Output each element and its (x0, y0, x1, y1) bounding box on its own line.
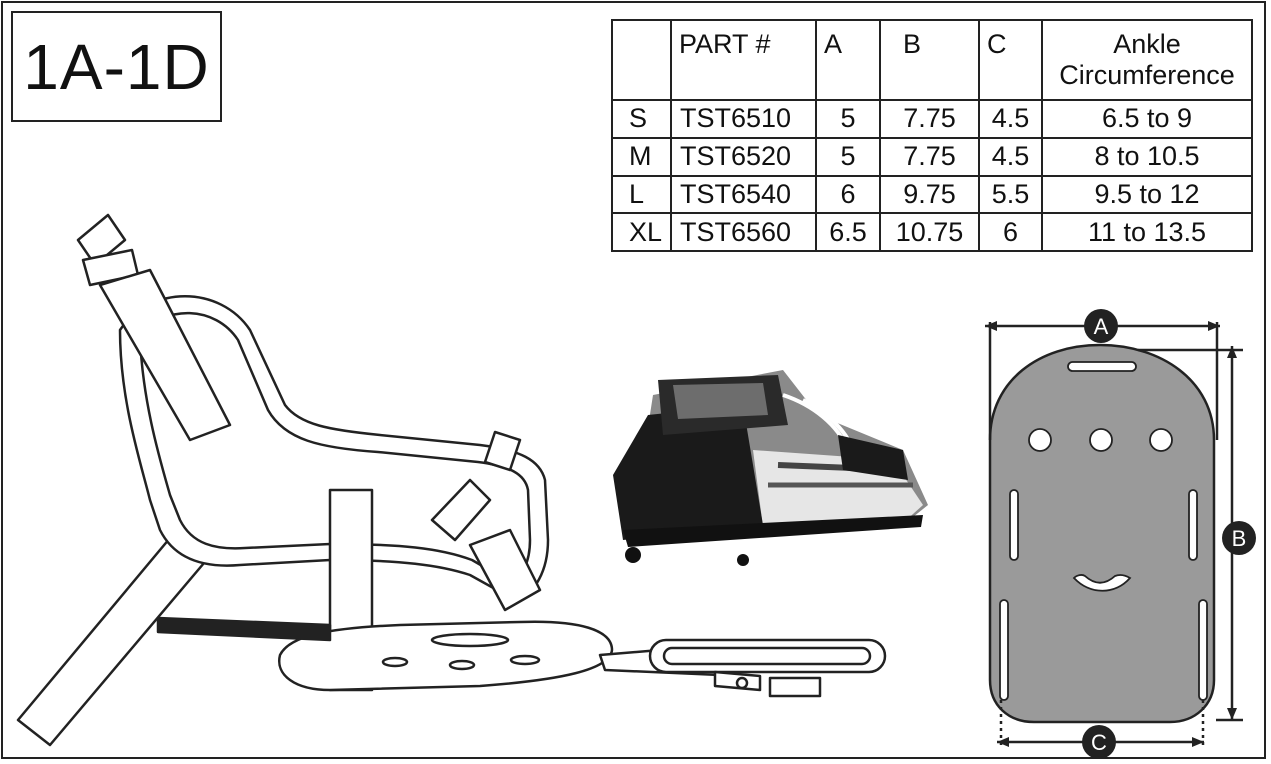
header-part: PART # (670, 19, 817, 101)
cell-part: TST6510 (670, 99, 817, 139)
marker-a: A (1094, 314, 1109, 339)
cell-b: 9.75 (879, 174, 980, 215)
cell-ankle: 8 to 10.5 (1041, 136, 1253, 177)
header-c: C (978, 19, 1043, 101)
table-row: XL TST6560 6.5 10.75 6 11 to 13.5 (611, 212, 1253, 252)
shoe-illustration (613, 370, 928, 566)
cell-size: S (611, 99, 672, 139)
model-label: 1A-1D (11, 11, 222, 122)
header-ankle-line1: Ankle (1113, 29, 1181, 59)
cell-part: TST6520 (670, 136, 817, 177)
header-a: A (815, 19, 881, 101)
cell-c: 4.5 (978, 136, 1043, 177)
marker-a-badge (1084, 309, 1118, 343)
header-size (611, 19, 672, 101)
cell-ankle: 9.5 to 12 (1041, 174, 1253, 215)
header-ankle-line2: Circumference (1059, 60, 1235, 91)
cell-a: 5 (815, 99, 881, 139)
cell-b: 10.75 (879, 212, 980, 252)
cell-c: 4.5 (978, 99, 1043, 139)
marker-b-badge (1222, 521, 1256, 555)
cell-size: XL (611, 212, 672, 252)
cell-b: 7.75 (879, 99, 980, 139)
cell-size: M (611, 136, 672, 177)
marker-c: C (1091, 730, 1107, 755)
product-photo (613, 370, 928, 566)
cell-size: L (611, 174, 672, 215)
cell-a: 6.5 (815, 212, 881, 252)
cell-part: TST6560 (670, 212, 817, 252)
header-b: B (879, 19, 980, 101)
cell-c: 5.5 (978, 174, 1043, 215)
cell-a: 6 (815, 174, 881, 215)
table-row: L TST6540 6 9.75 5.5 9.5 to 12 (611, 174, 1253, 215)
table-row: S TST6510 5 7.75 4.5 6.5 to 9 (611, 99, 1253, 139)
cell-c: 6 (978, 212, 1043, 252)
buckle-side (483, 430, 522, 472)
cell-ankle: 11 to 13.5 (1041, 212, 1253, 252)
marker-b: B (1232, 526, 1247, 551)
footplate (988, 343, 1216, 724)
cell-ankle: 6.5 to 9 (1041, 99, 1253, 139)
base-plate (278, 620, 614, 692)
cell-part: TST6540 (670, 174, 817, 215)
table-row: M TST6520 5 7.75 4.5 8 to 10.5 (611, 136, 1253, 177)
cell-b: 7.75 (879, 136, 980, 177)
buckle-top (76, 213, 127, 267)
cell-a: 5 (815, 136, 881, 177)
marker-c-badge (1082, 725, 1116, 759)
